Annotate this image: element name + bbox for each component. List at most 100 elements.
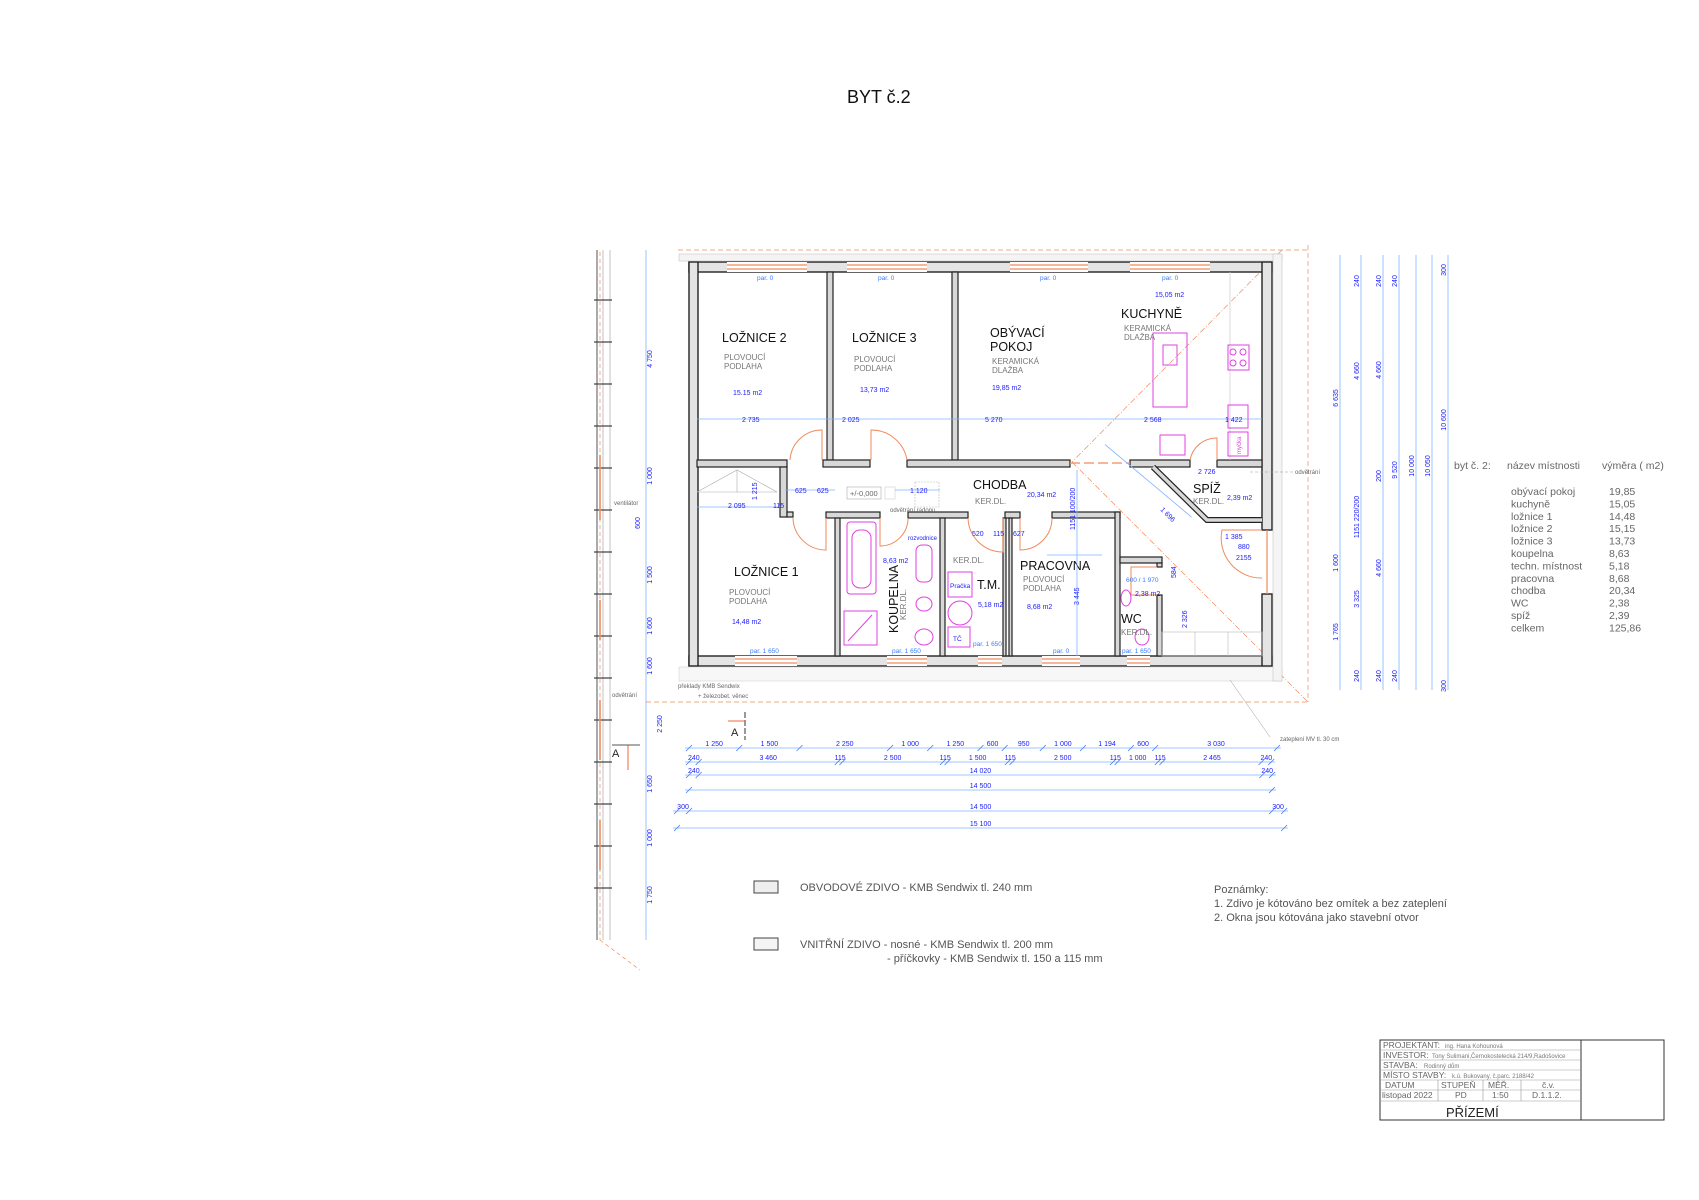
dim-label: 625 bbox=[795, 488, 807, 495]
table-label: byt č. 2: bbox=[1454, 460, 1491, 472]
door-tm[interactable] bbox=[967, 517, 1004, 553]
dim-label: 3 445 bbox=[1074, 587, 1081, 605]
room-area-cell: 8,68 bbox=[1609, 573, 1630, 585]
room-area: 2,38 m2 bbox=[1135, 591, 1160, 598]
dimension-tick bbox=[1114, 758, 1121, 766]
room-area: 2,39 m2 bbox=[1227, 495, 1252, 502]
room-name: SPÍŽ bbox=[1193, 481, 1221, 496]
room-name: WC bbox=[1121, 612, 1142, 626]
room-area-cell: 15,05 bbox=[1609, 498, 1635, 510]
dimension-label: 1 000 bbox=[1129, 755, 1147, 762]
dimension-label: 240 bbox=[1354, 275, 1361, 287]
room-floor: PODLAHA bbox=[724, 362, 763, 371]
room-name-cell: ložnice 1 bbox=[1511, 511, 1553, 523]
room-name-cell: koupelna bbox=[1511, 548, 1554, 560]
window bbox=[727, 262, 807, 272]
sill-label: par. 0 bbox=[757, 275, 774, 282]
section-mark-label: A bbox=[731, 727, 739, 739]
value-stupen: PD bbox=[1455, 1090, 1467, 1100]
value-datum: listopad 2022 bbox=[1382, 1090, 1433, 1100]
room-floor: PLOVOUCÍ bbox=[729, 588, 771, 597]
door-koupelna[interactable] bbox=[879, 517, 909, 547]
insulation-label: zateplení MV tl. 30 cm bbox=[1280, 737, 1339, 743]
dimension-tick bbox=[1259, 771, 1266, 779]
dim-label: 625 bbox=[817, 488, 829, 495]
room-name-cell: ložnice 3 bbox=[1511, 536, 1553, 548]
room-area-cell: 13,73 bbox=[1609, 536, 1635, 548]
door-wc[interactable] bbox=[1130, 566, 1157, 596]
dimension-label: 10 050 bbox=[1425, 455, 1432, 477]
heat-pump-icon bbox=[947, 626, 971, 648]
sill-label: par. 1 650 bbox=[973, 641, 1002, 648]
sill-label: par. 1 650 bbox=[892, 648, 921, 655]
dimension-tick bbox=[1079, 744, 1087, 752]
dimension-tick bbox=[1280, 807, 1288, 815]
section-marker-a-left[interactable]: A bbox=[612, 744, 640, 770]
dimension-label: 1151 220/200 bbox=[1354, 496, 1361, 538]
dimension-tick bbox=[977, 744, 984, 752]
dimension-label: 4 660 bbox=[1376, 559, 1383, 577]
dimension-label: 14 020 bbox=[970, 768, 992, 775]
investor-value: Tony Sulimani,Černokostelecká 214/9,Rado… bbox=[1432, 1053, 1566, 1060]
room-area: 15.15 m2 bbox=[733, 390, 762, 397]
dim-label: 1 696 bbox=[1159, 506, 1176, 523]
room-name-cell: spíž bbox=[1511, 610, 1530, 622]
title-block: PROJEKTANT: ing. Hana Kohounová INVESTOR… bbox=[1379, 1039, 1665, 1121]
dimension-label: 240 bbox=[688, 755, 700, 762]
room-floor: PODLAHA bbox=[729, 597, 768, 606]
room-area-cell: 20,34 bbox=[1609, 585, 1635, 597]
entrance-door[interactable] bbox=[1220, 529, 1263, 579]
dimension-label: 14 500 bbox=[970, 804, 992, 811]
room-name: CHODBA bbox=[973, 478, 1027, 492]
dimension-label: 1 600 bbox=[647, 657, 654, 675]
investor-label: INVESTOR: bbox=[1383, 1050, 1429, 1060]
section-marker-a[interactable]: A bbox=[728, 712, 746, 740]
window bbox=[1130, 262, 1210, 272]
dim-label: 115 bbox=[773, 503, 784, 510]
dimension-tick bbox=[796, 744, 803, 752]
dimension-label: 600 bbox=[1137, 741, 1149, 748]
door-loznice-1[interactable] bbox=[792, 517, 827, 551]
dimension-tick bbox=[685, 807, 693, 815]
dimension-tick bbox=[1127, 744, 1135, 752]
dimension-label: 2 250 bbox=[836, 741, 854, 748]
projektant-label: PROJEKTANT: bbox=[1383, 1040, 1440, 1050]
dim-label: 5 270 bbox=[985, 417, 1003, 424]
dimension-label: 115 bbox=[1155, 755, 1166, 762]
room-name-cell: pracovna bbox=[1511, 573, 1554, 585]
dimension-label: 1 000 bbox=[1054, 741, 1072, 748]
dimension-label: 9 520 bbox=[1392, 461, 1399, 479]
room-name-cell: WC bbox=[1511, 598, 1529, 610]
door-loznice-3[interactable] bbox=[870, 429, 908, 461]
room-floor: PODLAHA bbox=[1023, 584, 1062, 593]
left-section-strip bbox=[594, 250, 647, 971]
legend-inner-wall: VNITŘNÍ ZDIVO - nosné - KMB Sendwix tl. … bbox=[800, 938, 1053, 951]
dimension-label: 14 500 bbox=[970, 783, 992, 790]
door-kitchen-pantry[interactable] bbox=[1189, 437, 1218, 461]
drawing-title: BYT č.2 bbox=[847, 87, 911, 107]
room-name-cell: kuchyně bbox=[1511, 498, 1550, 510]
door-pracovna[interactable] bbox=[1019, 517, 1053, 551]
sink-icon bbox=[1227, 404, 1249, 429]
window bbox=[1127, 656, 1150, 666]
window bbox=[1042, 656, 1080, 666]
header-datum: DATUM bbox=[1385, 1080, 1415, 1090]
table-row: kuchyně 15,05 bbox=[1511, 498, 1635, 510]
room-name-cell: chodba bbox=[1511, 585, 1546, 597]
sill-label: par. 1 650 bbox=[1122, 648, 1151, 655]
insulation-lines bbox=[646, 245, 1309, 703]
table-row: pracovna 8,68 bbox=[1511, 573, 1630, 585]
legend-inner-wall-partitions: - příčkovky - KMB Sendwix tl. 150 a 115 … bbox=[887, 953, 1103, 965]
dimension-label: 600 bbox=[635, 517, 642, 529]
dimension-label: 300 bbox=[1272, 804, 1284, 811]
room-area: 5,18 m2 bbox=[978, 602, 1003, 609]
door-loznice-2[interactable] bbox=[789, 429, 823, 461]
room-wc: WC KER.DL. 2,38 m2 bbox=[1121, 591, 1160, 637]
room-spiz: SPÍŽ KER.DL. 2,39 m2 bbox=[1193, 481, 1252, 506]
dimension-tick bbox=[926, 744, 934, 752]
dimension-tick bbox=[839, 758, 846, 766]
